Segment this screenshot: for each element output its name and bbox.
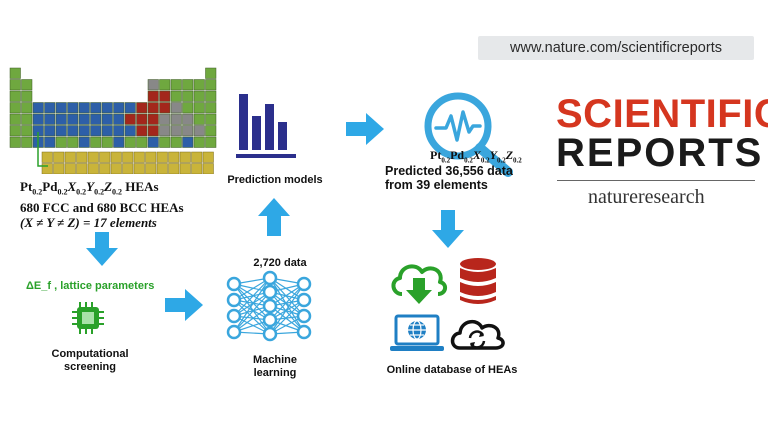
hea-elements-line: (X ≠ Y ≠ Z) = 17 elements bbox=[20, 214, 157, 230]
hea-description: Pt0.2Pd0.2X0.2Y0.2Z0.2 HEAs 680 FCC and … bbox=[20, 179, 240, 230]
url-text: www.nature.com/scientificreports bbox=[510, 40, 722, 56]
microchip-icon bbox=[72, 302, 104, 334]
logo-line2: REPORTS bbox=[556, 131, 764, 175]
cloud-sync-icon bbox=[450, 320, 505, 350]
hea-formula-line: Pt0.2Pd0.2X0.2Y0.2Z0.2 HEAs bbox=[20, 179, 159, 197]
prediction-models-label: Prediction models bbox=[227, 174, 323, 186]
screening-parameters: ΔE_f , lattice parameters bbox=[26, 280, 155, 292]
ml-label-line1: Machine bbox=[252, 354, 297, 366]
laptop-globe-icon bbox=[390, 314, 444, 351]
neural-network-icon bbox=[226, 270, 312, 342]
cloud-download-icon bbox=[391, 264, 447, 304]
ml-data-count: 2,720 data bbox=[253, 257, 307, 269]
hea-formula-suffix: HEAs bbox=[122, 179, 159, 194]
predicted-count: Predicted 36,556 data bbox=[385, 164, 513, 179]
screening-label: Computational screening bbox=[40, 348, 140, 374]
database-label: Online database of HEAs bbox=[386, 364, 518, 376]
screening-label-line1: Computational bbox=[51, 348, 129, 360]
logo-line1: SCIENTIFIC bbox=[556, 92, 768, 136]
lanthanide-connector bbox=[37, 132, 48, 167]
database-icon bbox=[460, 258, 496, 304]
arrow-right-icon bbox=[165, 289, 203, 321]
bar-chart-icon bbox=[236, 94, 296, 158]
neural-network-graph bbox=[226, 270, 312, 342]
arrow-down-icon-2 bbox=[432, 210, 464, 248]
ml-label-line2: learning bbox=[253, 367, 297, 379]
ml-label: Machine learning bbox=[225, 354, 325, 380]
logo-subtitle: natureresearch bbox=[588, 186, 705, 208]
logo-divider bbox=[557, 180, 755, 181]
arrow-up-icon bbox=[258, 198, 290, 236]
predicted-formula: Pt0.2Pd0.2X0.2Y0.2Z0.2 bbox=[430, 148, 522, 165]
periodic-table-grid bbox=[9, 67, 217, 174]
magnifier-signal-icon bbox=[424, 92, 513, 177]
predicted-data-text: Pt0.2Pd0.2X0.2Y0.2Z0.2 Predicted 36,556 … bbox=[385, 148, 555, 192]
hea-formula-prefix: Pt bbox=[20, 179, 33, 194]
arrow-right-icon-2 bbox=[346, 113, 384, 145]
hea-count-line: 680 FCC and 680 BCC HEAs bbox=[20, 199, 184, 215]
url-bar[interactable]: www.nature.com/scientificreports bbox=[478, 36, 754, 60]
periodic-table-icon bbox=[9, 67, 217, 174]
predicted-elements: from 39 elements bbox=[385, 178, 488, 193]
arrow-down-icon bbox=[86, 232, 118, 266]
screening-label-line2: screening bbox=[64, 361, 116, 373]
